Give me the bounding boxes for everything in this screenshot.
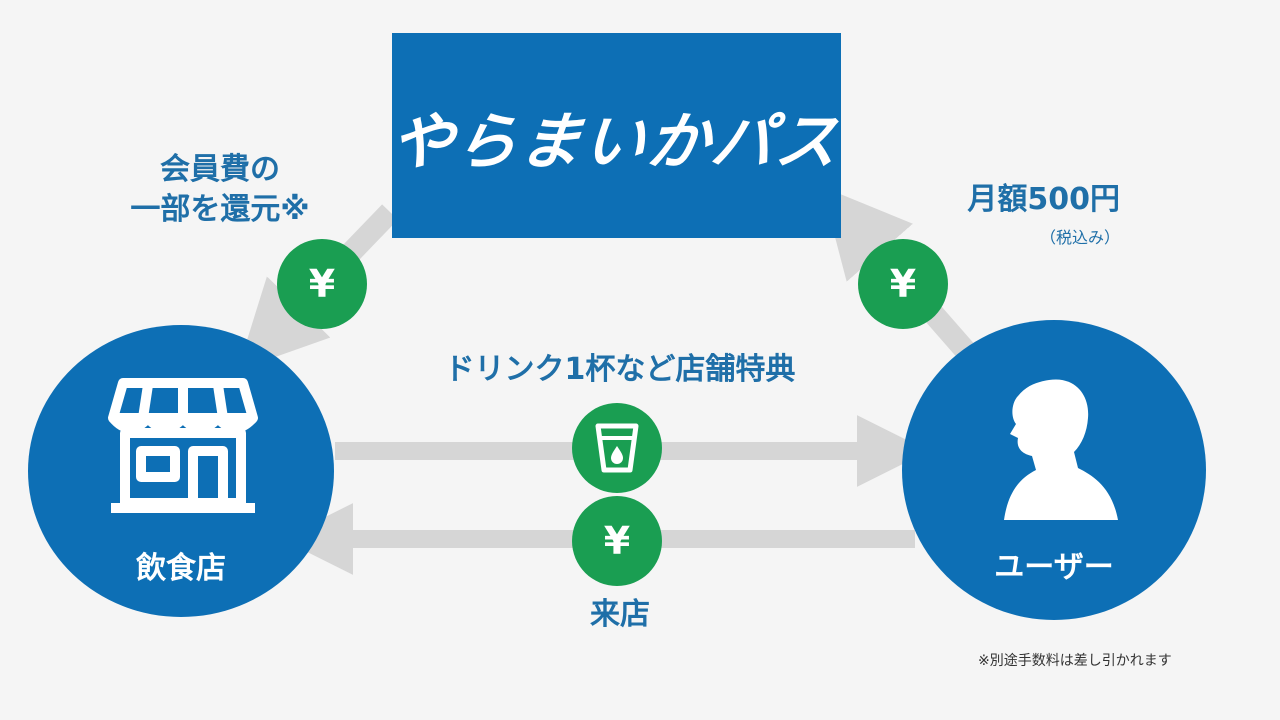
shop-icon bbox=[108, 378, 258, 513]
user-node: ユーザー bbox=[902, 320, 1206, 620]
brand-logo-text: やらまいかパス bbox=[388, 104, 844, 178]
yen-icon: ¥ bbox=[603, 519, 631, 563]
visit-label: 来店 bbox=[590, 597, 650, 632]
fee-tax-note: （税込み） bbox=[1039, 228, 1120, 247]
benefit-label: ドリンク1杯など店舗特典 bbox=[444, 352, 796, 387]
restaurant-label: 飲食店 bbox=[136, 551, 226, 586]
cup-icon bbox=[595, 423, 639, 473]
fee-price: 月額500円 bbox=[967, 182, 1120, 217]
yen-icon: ¥ bbox=[308, 262, 336, 306]
user-label: ユーザー bbox=[994, 550, 1114, 585]
refund-note-line2: 一部を還元※ bbox=[130, 192, 310, 227]
yen-icon: ¥ bbox=[889, 262, 917, 306]
fee-note: 月額500円 （税込み） bbox=[930, 180, 1120, 248]
yen-coin-refund: ¥ bbox=[277, 239, 367, 329]
restaurant-node: 飲食店 bbox=[28, 325, 334, 617]
yen-coin-fee: ¥ bbox=[858, 239, 948, 329]
footnote: ※別途手数料は差し引かれます bbox=[978, 653, 1172, 669]
benefit-coin bbox=[572, 403, 662, 493]
person-silhouette-icon bbox=[1004, 379, 1118, 520]
refund-note-line1: 会員費の bbox=[160, 152, 280, 187]
yen-coin-visit: ¥ bbox=[572, 496, 662, 586]
refund-note: 会員費の 一部を還元※ bbox=[120, 150, 320, 230]
brand-box: やらまいかパス bbox=[388, 33, 844, 238]
